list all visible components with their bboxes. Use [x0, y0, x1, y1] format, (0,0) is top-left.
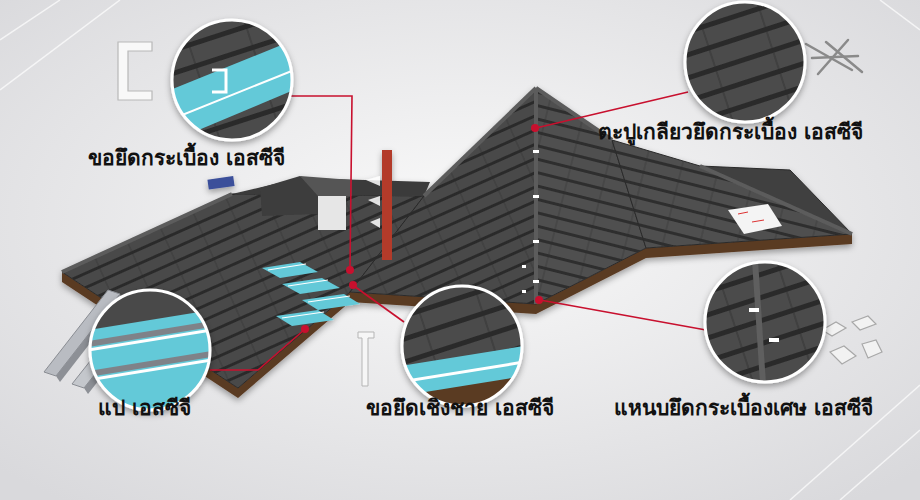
ridge-pole [382, 150, 392, 260]
zoom-circle [88, 288, 212, 412]
zoom-circle [170, 18, 294, 142]
purlin-patch [262, 262, 360, 326]
screw-icon [806, 40, 862, 74]
part-label: ตะปูเกลียวยึดกระเบื้อง เอสซีจี [598, 120, 863, 145]
tile-clip-icon [118, 42, 152, 100]
dormer [260, 176, 352, 230]
zoom-circle [683, 0, 807, 124]
part-label: ขอยึดเชิงชาย เอสซีจี [366, 396, 554, 421]
zoom-circle [400, 284, 524, 408]
part-label: ขอยึดกระเบื้อง เอสซีจี [88, 146, 285, 171]
fascia-clip-icon [358, 332, 374, 386]
scrap-clip-icon [822, 316, 882, 364]
underlay-patch [728, 204, 782, 234]
part-label: แป เอสซีจี [98, 396, 191, 421]
zoom-circle [703, 260, 827, 384]
part-label: แหนบยึดกระเบื้องเศษ เอสซีจี [614, 396, 873, 421]
